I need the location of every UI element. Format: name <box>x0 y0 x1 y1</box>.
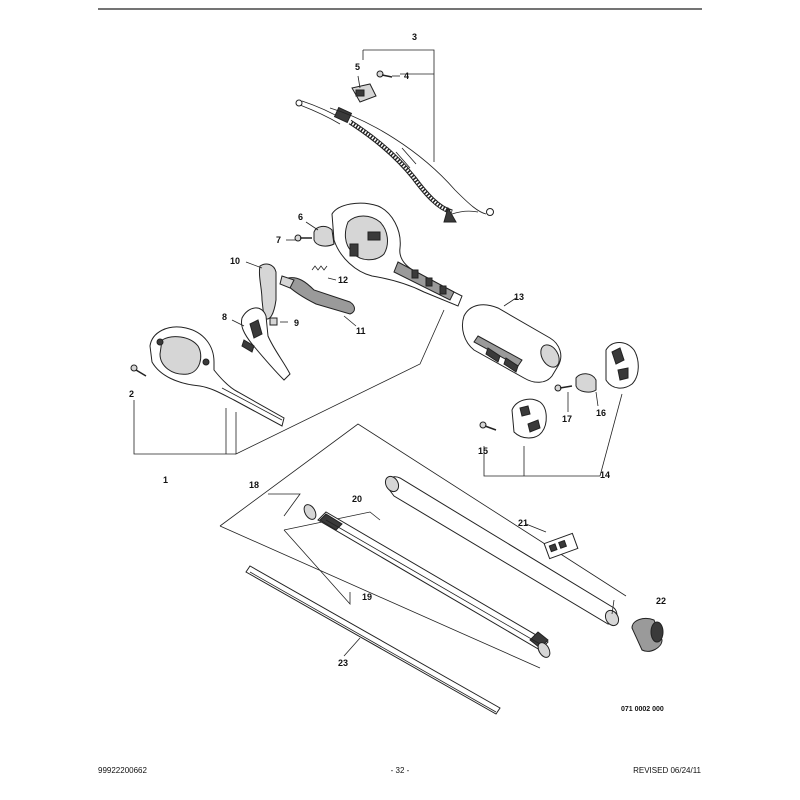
trigger-part-8 <box>241 307 291 381</box>
driveshaft-part-23 <box>245 565 501 715</box>
footer-part-number: 99922200662 <box>98 766 147 775</box>
screw-part-17 <box>554 384 573 392</box>
retaining-ring-upper <box>303 504 317 520</box>
callout-21: 21 <box>518 518 528 528</box>
callout-4: 4 <box>404 71 409 81</box>
callout-23: 23 <box>338 658 348 668</box>
callout-13: 13 <box>514 292 524 302</box>
throttle-cable-assembly <box>295 99 494 223</box>
callout-15: 15 <box>478 446 488 456</box>
clamp-part-6 <box>313 225 335 247</box>
retaining-ring-lower <box>537 642 551 658</box>
callout-1: 1 <box>163 475 168 485</box>
callout-18: 18 <box>249 480 259 490</box>
housing-part-16 <box>605 342 639 389</box>
callout-14: 14 <box>600 470 610 480</box>
warning-decal <box>543 532 579 560</box>
cap-part-14 <box>511 398 547 439</box>
callout-6: 6 <box>298 212 303 222</box>
switch-part-5 <box>351 83 377 103</box>
callout-2: 2 <box>129 389 134 399</box>
lever-part-11 <box>279 275 355 315</box>
callout-labels: 3 5 4 6 7 10 12 13 8 9 11 2 17 16 15 1 1… <box>129 32 666 668</box>
callout-11: 11 <box>356 326 366 336</box>
tube-part-21 <box>384 475 620 627</box>
screw-part-2 <box>130 364 147 377</box>
callout-8: 8 <box>222 312 227 322</box>
footer-page-number: - 32 - <box>390 766 410 775</box>
callout-20: 20 <box>352 494 362 504</box>
trigger-part-10 <box>258 263 277 320</box>
callout-17: 17 <box>562 414 572 424</box>
callout-9: 9 <box>294 318 299 328</box>
footer-revised-date: REVISED 06/24/11 <box>633 766 701 775</box>
callout-3: 3 <box>412 32 417 42</box>
handle-half-left <box>149 326 285 427</box>
spring-part-9 <box>269 317 278 326</box>
clamp-part-16 <box>575 373 597 393</box>
shaft-part-19 <box>317 511 549 651</box>
drawing-code: 071 0002 000 <box>621 706 664 713</box>
callout-22: 22 <box>656 596 666 606</box>
callout-7: 7 <box>276 235 281 245</box>
handle-housing <box>331 202 463 307</box>
callout-16: 16 <box>596 408 606 418</box>
screw-part-4 <box>376 70 393 78</box>
spring-part-12 <box>311 265 328 271</box>
callout-5: 5 <box>355 62 360 72</box>
nut-part-22 <box>631 617 664 652</box>
grip-part-13 <box>461 304 562 383</box>
callout-10: 10 <box>230 256 240 266</box>
callout-12: 12 <box>338 275 348 285</box>
callout-19: 19 <box>362 592 372 602</box>
screw-part-7 <box>294 234 312 242</box>
screw-part-15 <box>479 421 497 431</box>
